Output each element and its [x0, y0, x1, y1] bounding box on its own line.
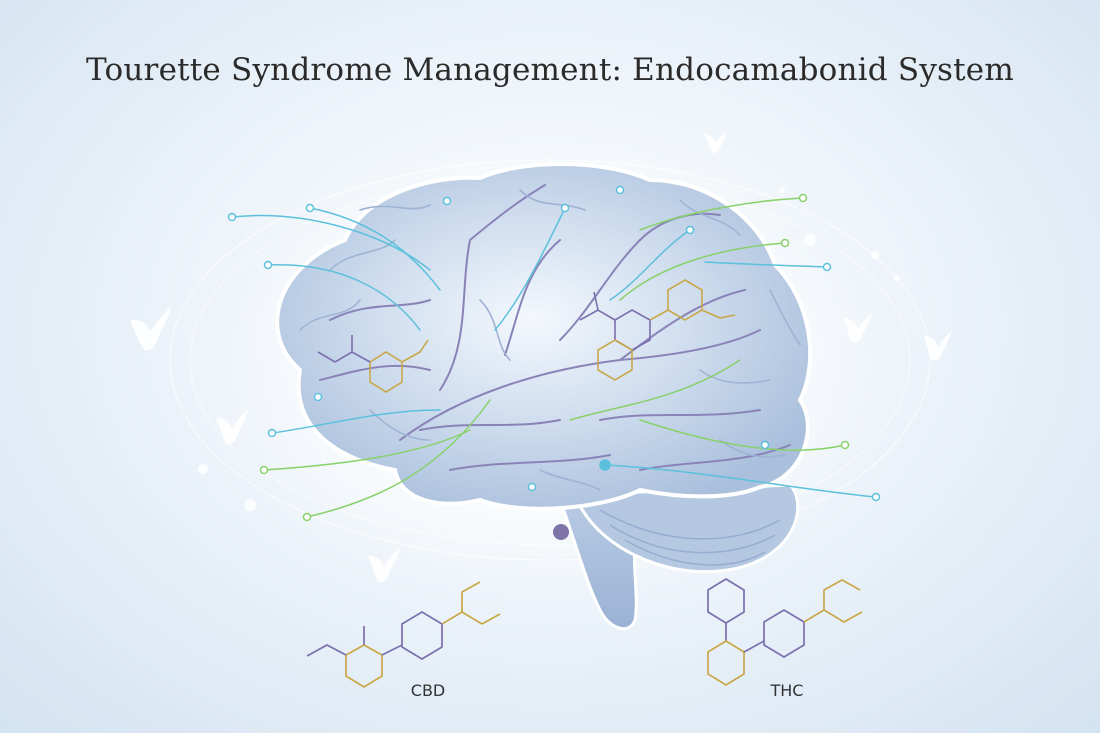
- blue-pathways: [231, 207, 877, 498]
- sparkles: [198, 187, 900, 511]
- page-title: Tourette Syndrome Management: Endocamabo…: [86, 52, 1014, 88]
- brain-molecule-center: [579, 279, 736, 381]
- thc-molecule: [707, 578, 863, 686]
- green-pathways: [263, 197, 846, 518]
- cerebrum: [275, 162, 813, 511]
- green-nodes: [259, 193, 850, 522]
- cbd-label: CBD: [411, 681, 445, 700]
- thc-label: THC: [770, 681, 804, 700]
- cbd-molecule: [306, 581, 501, 688]
- brain-dot: [553, 524, 569, 540]
- dove-icons: [130, 131, 952, 583]
- brain-molecule-left: [317, 335, 429, 393]
- cerebellum: [572, 483, 800, 574]
- pathway-nodes: [227, 185, 881, 502]
